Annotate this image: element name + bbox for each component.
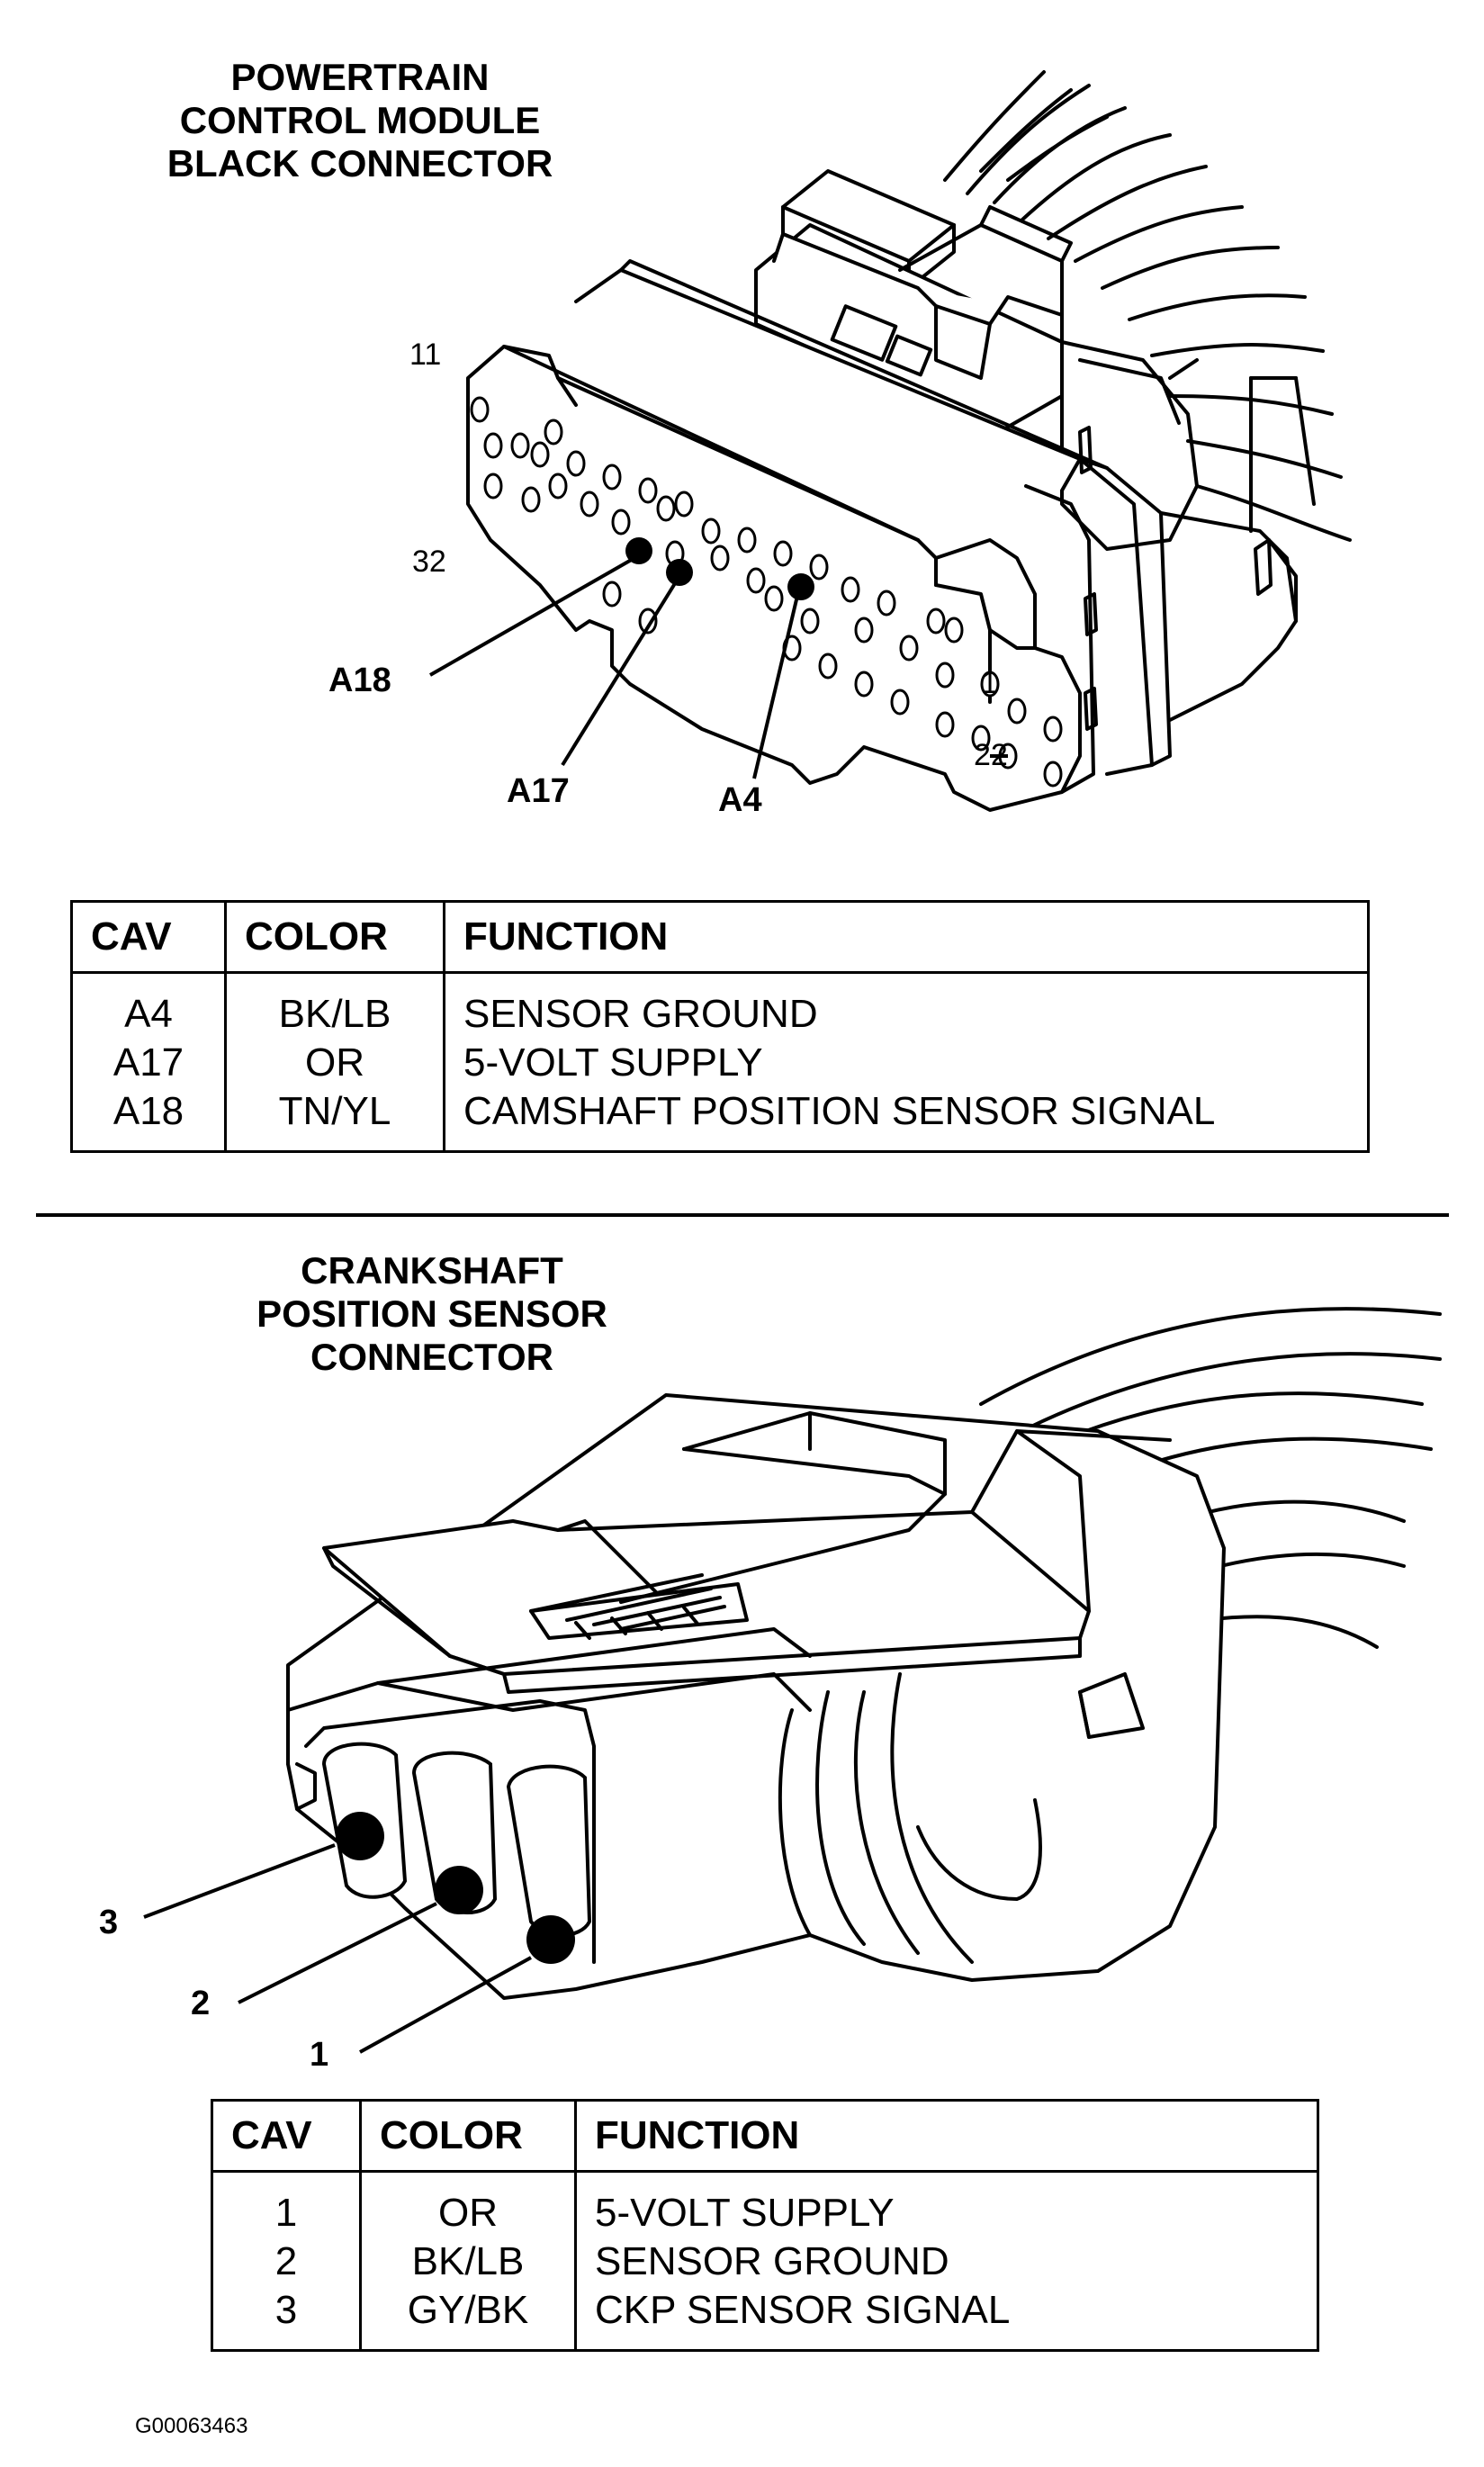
pcm-connector-housing xyxy=(574,169,1316,794)
cav-column: 1 2 3 xyxy=(212,2172,361,2351)
pin-1-dot xyxy=(526,1915,575,1964)
pin-2-dot xyxy=(435,1866,483,1914)
header-cav: CAV xyxy=(71,901,226,974)
ckp-title-line-2: POSITION SENSOR xyxy=(256,1292,607,1335)
header-color: COLOR xyxy=(359,2100,576,2173)
pin-number-11: 11 xyxy=(409,338,442,372)
pcm-connector-face xyxy=(466,345,1082,812)
function-3: CKP SENSOR SIGNAL xyxy=(595,2288,1011,2332)
cav-3: 3 xyxy=(274,2288,298,2332)
ckp-title-line-1: CRANKSHAFT xyxy=(301,1249,563,1292)
color-column: BK/LB OR TN/YL xyxy=(224,972,445,1152)
header-color: COLOR xyxy=(224,901,445,974)
ckp-highlighted-pins xyxy=(336,1812,575,1964)
callout-1: 1 xyxy=(310,2036,329,2074)
ckp-leader-lines xyxy=(143,1843,532,2054)
cav-2: 2 xyxy=(274,2239,298,2283)
callout-3: 3 xyxy=(99,1904,119,1941)
pin-a17-dot xyxy=(666,559,693,586)
callout-2: 2 xyxy=(191,1985,211,2022)
function-column: 5-VOLT SUPPLY SENSOR GROUND CKP SENSOR S… xyxy=(574,2171,1318,2351)
callout-a18: A18 xyxy=(328,662,391,699)
color-column: OR BK/LB GY/BK xyxy=(359,2171,576,2351)
header-cav: CAV xyxy=(211,2100,361,2173)
cav-a18: A18 xyxy=(112,1089,184,1133)
cav-column: A4 A17 A18 xyxy=(72,973,226,1152)
pcm-title-line-1: POWERTRAIN xyxy=(230,56,490,98)
pcm-title-line-2: CONTROL MODULE xyxy=(179,99,541,141)
color-2: BK/LB xyxy=(411,2239,525,2283)
pin-number-32: 32 xyxy=(412,545,446,579)
cav-1: 1 xyxy=(274,2191,298,2235)
function-a17: 5-VOLT SUPPLY xyxy=(463,1040,763,1085)
pcm-pinout-table: CAV COLOR FUNCTION A4 A17 A18 BK/LB OR T… xyxy=(70,900,1370,1153)
pin-number-1: 1 xyxy=(981,666,998,700)
function-column: SENSOR GROUND 5-VOLT SUPPLY CAMSHAFT POS… xyxy=(443,972,1369,1152)
cav-a4: A4 xyxy=(124,992,173,1036)
color-a4: BK/LB xyxy=(278,992,391,1036)
cav-a17: A17 xyxy=(112,1040,184,1085)
pin-number-22: 22 xyxy=(974,738,1008,772)
table-body-row: A4 A17 A18 BK/LB OR TN/YL SENSOR GROUND … xyxy=(72,972,1369,1152)
color-a17: OR xyxy=(305,1040,364,1085)
color-1: OR xyxy=(438,2191,498,2235)
pin-a4-dot xyxy=(787,573,814,600)
header-function: FUNCTION xyxy=(443,901,1369,974)
figure-id: G00063463 xyxy=(135,2414,248,2438)
table-header-row: CAV COLOR FUNCTION xyxy=(71,901,1369,974)
function-1: 5-VOLT SUPPLY xyxy=(595,2191,895,2235)
color-3: GY/BK xyxy=(407,2288,529,2332)
pcm-leader-lines xyxy=(429,556,1008,779)
ckp-pinout-table: CAV COLOR FUNCTION 1 2 3 OR BK/LB GY/BK … xyxy=(211,2099,1319,2352)
pin-3-dot xyxy=(336,1812,384,1860)
pcm-wire-bundle xyxy=(943,70,1352,542)
table-body-row: 1 2 3 OR BK/LB GY/BK 5-VOLT SUPPLY SENSO… xyxy=(212,2171,1318,2351)
color-a18: TN/YL xyxy=(278,1089,391,1133)
function-a18: CAMSHAFT POSITION SENSOR SIGNAL xyxy=(463,1089,1216,1133)
header-function: FUNCTION xyxy=(574,2100,1318,2173)
function-a4: SENSOR GROUND xyxy=(463,992,818,1036)
ckp-connector-title: CRANKSHAFT POSITION SENSOR CONNECTOR xyxy=(180,1249,684,1379)
pcm-cavities xyxy=(470,396,1063,788)
pcm-title-line-3: BLACK CONNECTOR xyxy=(166,142,553,185)
callout-a4: A4 xyxy=(718,781,762,819)
function-2: SENSOR GROUND xyxy=(595,2239,949,2283)
table-header-row: CAV COLOR FUNCTION xyxy=(211,2100,1318,2173)
callout-a17: A17 xyxy=(507,772,570,810)
ckp-title-line-3: CONNECTOR xyxy=(310,1336,553,1378)
pcm-connector-title: POWERTRAIN CONTROL MODULE BLACK CONNECTO… xyxy=(108,56,612,185)
